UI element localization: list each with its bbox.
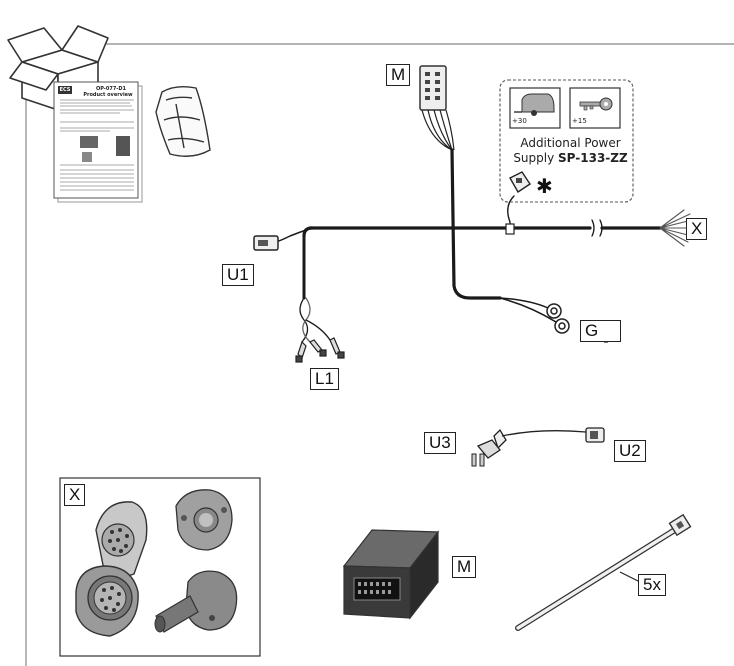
label-m-connector: M [386,64,411,86]
ground-ring-terminals [546,303,570,334]
asterisk-icon: ✱ [536,174,553,198]
gasket-icon [175,489,233,551]
m-module [342,529,440,620]
label-x-socket: X [64,484,86,506]
package-box-icon [7,25,109,111]
key-icon [579,97,613,111]
caption-plus15: +15 [572,117,587,125]
manual-title: Product overview [83,92,133,98]
page-frame [25,43,734,666]
power-supply-line1: Additional Power [520,136,621,150]
u3-u2-adapter [471,427,605,467]
m-connector [419,65,455,151]
label-g-ground: G [580,320,622,342]
label-l1: L1 [310,368,339,390]
rear-boot-icon [154,570,238,633]
label-u3: U3 [424,432,456,454]
manual-brand: ECS [59,87,71,93]
u1-plug [253,235,279,251]
psu-plug [509,171,531,193]
caravan-icon [514,93,555,116]
manual-document [53,81,143,203]
power-supply-prefix: Supply [513,151,559,165]
plastic-bag-icon [155,85,211,157]
power-supply-caption: Additional Power Supply SP-133-ZZ [498,136,643,166]
power-supply-part-number: SP-133-ZZ [558,151,628,165]
label-quantity: 5x [638,574,666,596]
label-x-trailer-end: X [686,218,708,240]
label-u2: U2 [614,440,646,462]
label-u1: U1 [222,264,254,286]
manual-code: OP-077-D1 [95,86,127,92]
power-supply-line2: Supply SP-133-ZZ [498,151,643,166]
label-m-module: M [452,556,477,578]
l1-connectors [295,337,345,363]
main-cable-harness [275,148,695,343]
socket-parts-box [59,477,261,657]
caption-plus30: +30 [512,117,527,125]
cable-tie-icon [515,513,692,631]
cable-tap-connector [505,223,515,235]
